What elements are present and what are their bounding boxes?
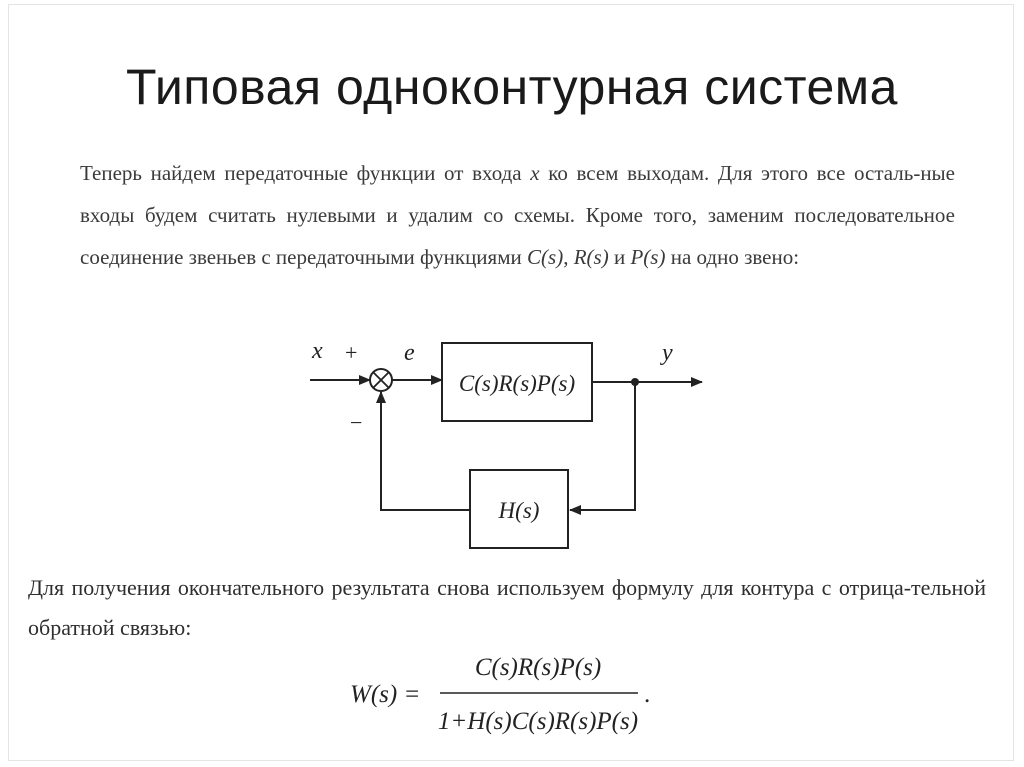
minus-sign: − [350,410,362,435]
paragraph-intro: Теперь найдем передаточные функции от вх… [80,161,955,269]
tf-p: P(s) [630,245,666,269]
plus-sign: + [345,340,357,365]
tf-r: R(s) [573,245,609,269]
var-x: x [530,161,540,185]
error-label: e [404,340,415,366]
transfer-function-formula: W(s) = C(s)R(s)P(s) 1+H(s)C(s)R(s)P(s) . [350,654,650,735]
formula-numerator: C(s)R(s)P(s) [475,654,601,681]
slide-frame [8,4,1014,761]
formula-denominator: 1+H(s)C(s)R(s)P(s) [438,708,638,735]
formula-period: . [644,681,650,708]
paragraph-intro-part3: на одно звено: [665,245,800,269]
feedback-line-left [376,391,470,511]
paragraph-formula-intro: Для получения окончательного результата … [28,575,986,640]
tf-c: C(s) [526,245,564,269]
summing-junction [369,368,393,392]
paragraph-intro-part1: Теперь найдем передаточные функции от вх… [80,161,531,185]
paragraph-intro-part2: ко всем выходам. Для этого все осталь-ны… [80,161,955,269]
output-label: y [660,340,673,366]
feedback-line-right [569,382,636,515]
feedback-block-label: H(s) [498,498,540,523]
slide-title: Типовая одноконтурная система [126,59,898,115]
formula-lhs: W(s) = [350,681,420,708]
feedback-block [469,469,569,549]
forward-block [441,342,593,422]
block-diagram: C(s)R(s)P(s) H(s) x + − e y [310,338,703,549]
input-label: x [311,338,323,364]
forward-block-label: C(s)R(s)P(s) [459,371,575,396]
